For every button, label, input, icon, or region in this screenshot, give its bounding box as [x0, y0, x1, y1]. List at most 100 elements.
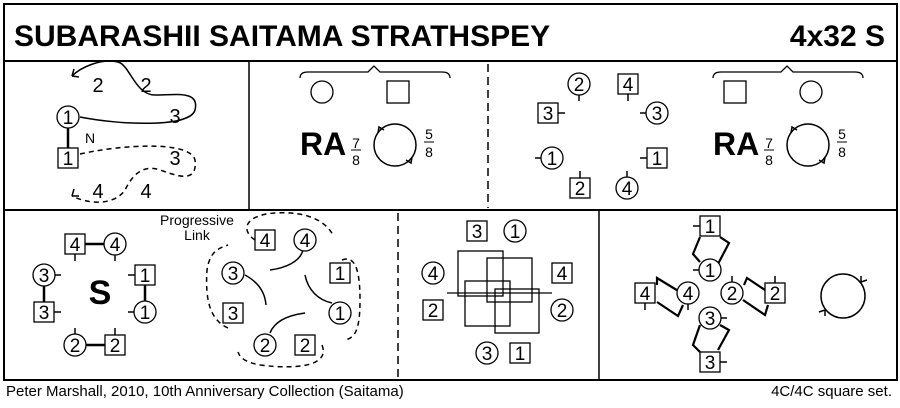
man-dancer: 4	[551, 262, 573, 285]
dancer-number: 1	[63, 108, 74, 129]
woman-dancer: 1	[693, 258, 722, 282]
woman-symbol	[799, 80, 823, 104]
woman-dancer: 2	[253, 333, 277, 357]
footer-credit: Peter Marshall, 2010, 10th Anniversary C…	[6, 383, 404, 400]
dancer-number: 3	[472, 222, 483, 243]
path-man	[71, 145, 196, 203]
dancer-number: 1	[510, 222, 521, 243]
man-dancer: 4	[64, 233, 86, 261]
woman-dancer: 1	[128, 300, 157, 324]
square-path	[457, 250, 504, 297]
woman-dancer: 4	[421, 261, 445, 285]
fraction-denominator: 8	[765, 152, 773, 168]
man-dancer: 1	[693, 215, 721, 238]
man-dancer: 2	[104, 328, 126, 357]
dancer-number: 3	[39, 266, 50, 287]
dancer-number: 1	[140, 266, 151, 287]
man-dancer: 4	[254, 229, 276, 252]
woman-dancer: 4	[293, 228, 317, 252]
woman-dancer: 2	[567, 72, 591, 101]
dancer-number: 1	[140, 303, 151, 324]
clockwise-rotation-icon	[786, 123, 830, 167]
woman-dancer: 2	[63, 328, 87, 357]
count-label: 4	[92, 181, 103, 203]
fraction-denominator: 8	[838, 144, 846, 160]
man-dancer: 2	[422, 299, 444, 322]
square-path	[494, 288, 540, 334]
dancer-number: 4	[623, 75, 634, 96]
man-dancer: 3	[33, 301, 61, 324]
count-label: 2	[92, 75, 103, 97]
dancer-number: 4	[640, 284, 651, 305]
clockwise-rotation-icon	[818, 273, 868, 319]
dancer-number: 3	[705, 309, 716, 330]
dancer-number: 4	[110, 235, 121, 256]
dancer-number: 1	[63, 149, 74, 170]
dancer-number: 4	[622, 179, 633, 200]
dancer-number: 2	[300, 336, 311, 357]
count-label: 3	[169, 106, 180, 128]
dash-path	[237, 344, 325, 368]
dancer-number: 3	[543, 104, 554, 125]
woman-dancer: 3	[221, 261, 245, 285]
dancer-number: 1	[547, 149, 558, 170]
arrow-4	[269, 249, 304, 271]
man-dancer: 4	[617, 73, 639, 101]
progressive-paths	[205, 211, 361, 368]
arrow-3	[244, 274, 267, 306]
fraction-numerator: 5	[425, 126, 433, 142]
woman-dancer: 2	[550, 298, 574, 322]
count-label: 2	[140, 75, 151, 97]
dancer-number: 2	[428, 301, 439, 322]
dancer-number: 1	[335, 304, 346, 325]
nearer-label: N	[85, 130, 95, 146]
connector	[655, 276, 685, 318]
woman-dancer: 3	[32, 263, 61, 287]
woman-dancer: 3	[698, 306, 727, 330]
arrow-head	[71, 188, 79, 197]
fraction-numerator: 7	[765, 135, 773, 151]
path-woman	[71, 60, 197, 124]
woman-dancer: 1	[503, 219, 527, 243]
fraction-denominator: 8	[352, 152, 360, 168]
dancer-number: 4	[260, 231, 271, 252]
dancer-number: 3	[228, 304, 239, 325]
bracket	[299, 65, 451, 79]
fraction-denominator: 8	[425, 144, 433, 160]
woman-symbol	[310, 80, 334, 104]
man-dancer: 1	[57, 147, 79, 170]
caption: Link	[184, 227, 211, 243]
dancer-number: 4	[70, 235, 81, 256]
dash-path	[246, 211, 334, 241]
clockwise-rotation-icon	[373, 123, 417, 167]
dancer-number: 4	[557, 264, 568, 285]
fraction-numerator: 5	[838, 126, 846, 142]
set-label: S	[89, 274, 112, 312]
dancer-number: 2	[557, 301, 568, 322]
panel-reels-of-three	[66, 60, 197, 203]
dancer-number: 1	[335, 264, 346, 285]
footer-set-info: 4C/4C square set.	[771, 383, 892, 400]
dancer-number: 1	[705, 261, 716, 282]
outer-frame	[3, 3, 898, 381]
woman-dancer: 1	[535, 146, 564, 170]
dash-path	[205, 244, 229, 329]
dancer-number: 3	[652, 104, 663, 125]
dancer-number: 4	[300, 231, 311, 252]
woman-dancer: 3	[475, 341, 499, 365]
woman-dancer: 1	[56, 105, 80, 129]
man-dancer: 1	[509, 342, 531, 365]
woman-dancer: 4	[615, 171, 639, 200]
woman-dancer: 4	[676, 281, 700, 310]
connector	[691, 324, 731, 353]
dance-format: 4x32 S	[790, 20, 885, 53]
dancer-number: 1	[515, 344, 526, 365]
man-dancer: 3	[466, 220, 488, 243]
dancer-number: 3	[228, 264, 239, 285]
connector	[691, 236, 731, 265]
arrow-1	[304, 274, 333, 304]
dancer-number: 3	[39, 303, 50, 324]
man-dancer: 4	[634, 282, 656, 310]
man-dancer: 2	[569, 171, 591, 200]
caption: Progressive	[160, 212, 234, 228]
